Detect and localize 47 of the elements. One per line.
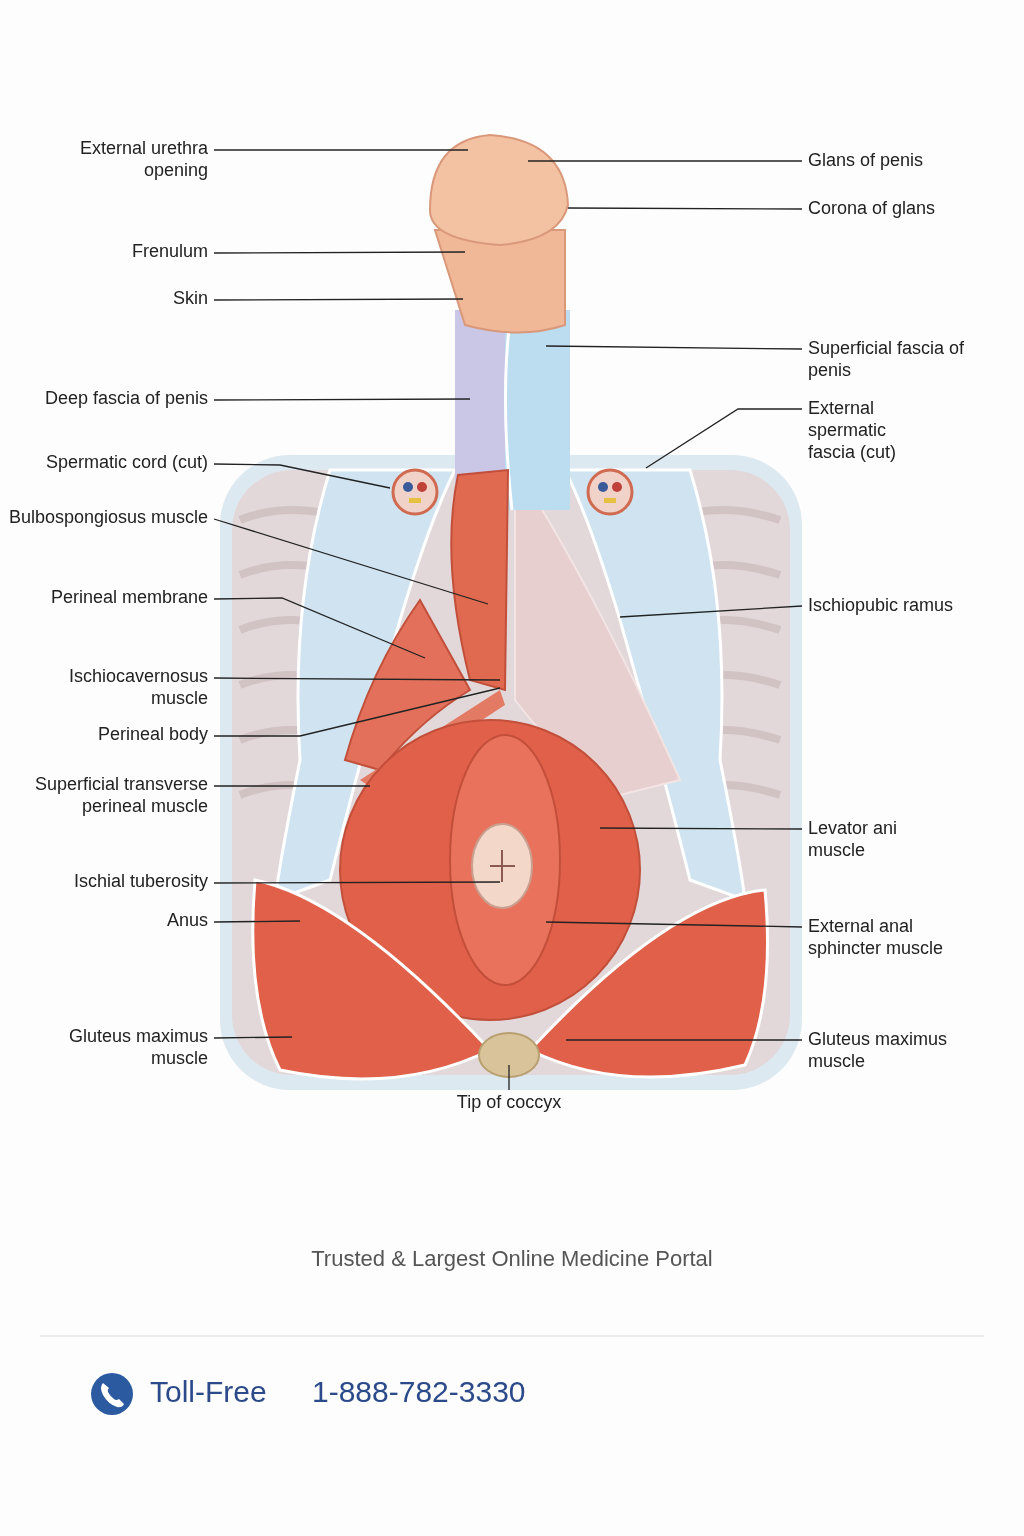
leader-line — [213, 597, 426, 659]
anatomy-label: Superficial transverse perineal muscle — [18, 773, 208, 817]
anatomy-label: External spermatic fascia (cut) — [808, 397, 928, 463]
leader-line — [213, 1036, 293, 1039]
anatomy-label: Superficial fascia of penis — [808, 337, 988, 381]
anatomy-label: Levator ani muscle — [808, 817, 938, 861]
leader-line — [565, 1039, 803, 1041]
anatomy-label: Gluteus maximus muscle — [808, 1028, 978, 1072]
phone-number: 1-888-782-3330 — [312, 1375, 526, 1409]
leader-line — [545, 921, 803, 928]
leader-line — [213, 920, 301, 923]
leader-line — [213, 298, 464, 301]
leader-line — [213, 687, 501, 737]
leader-line — [213, 251, 466, 254]
anatomy-label: Anus — [18, 909, 208, 931]
leader-line — [527, 160, 803, 162]
leader-line — [213, 881, 501, 884]
toll-free-label: Toll-Free — [150, 1375, 267, 1409]
anatomy-label: Frenulum — [18, 240, 208, 262]
leader-line — [213, 785, 371, 787]
anatomy-label: Gluteus maximus muscle — [18, 1025, 208, 1069]
leader-line — [599, 827, 803, 830]
anatomy-label: Deep fascia of penis — [18, 387, 208, 409]
anatomy-label: Ischiocavernosus muscle — [8, 665, 208, 709]
anatomy-label: Skin — [18, 287, 208, 309]
leader-line — [619, 605, 803, 618]
leader-line — [213, 518, 489, 605]
anatomy-label: Glans of penis — [808, 149, 998, 171]
leader-line — [213, 149, 469, 151]
anatomy-label: Perineal body — [18, 723, 208, 745]
leader-line — [213, 677, 501, 681]
leader-line — [567, 207, 803, 210]
tagline-text: Trusted & Largest Online Medicine Portal — [311, 1246, 713, 1272]
anatomy-label: External urethra opening — [18, 137, 208, 181]
leader-line — [645, 408, 803, 469]
leader-line — [213, 398, 471, 401]
anatomy-label: Perineal membrane — [18, 586, 208, 608]
anatomy-label: Ischial tuberosity — [8, 870, 208, 892]
anatomy-label: Spermatic cord (cut) — [18, 451, 208, 473]
anatomy-label: Tip of coccyx — [456, 1091, 562, 1113]
leader-line — [213, 463, 391, 489]
anatomy-label: Corona of glans — [808, 197, 998, 219]
leader-line — [508, 1064, 510, 1091]
anatomy-label: Bulbospongiosus muscle — [8, 506, 208, 528]
anatomy-label: Ischiopubic ramus — [808, 594, 1008, 616]
anatomy-label: External anal sphincter muscle — [808, 915, 978, 959]
leader-line — [545, 345, 803, 350]
